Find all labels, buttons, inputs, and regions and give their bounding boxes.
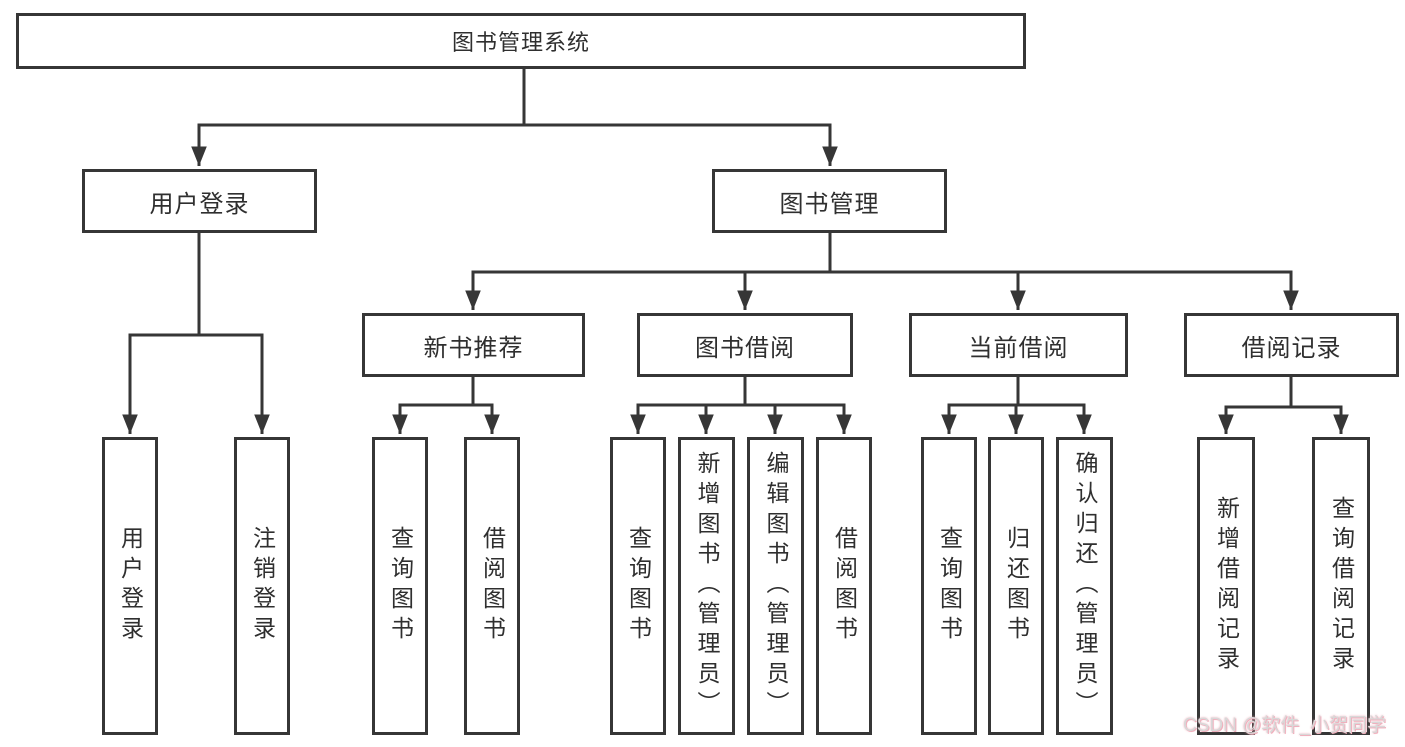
leaf-query-books-borrow: 查询图书 <box>610 437 666 735</box>
connector <box>128 233 264 337</box>
leaf-label: 查询图书 <box>387 526 414 646</box>
leaf-label: 借阅图书 <box>831 526 858 646</box>
node-user-login: 用户登录 <box>82 169 317 233</box>
leaf-add-borrow-record: 新增借阅记录 <box>1197 437 1255 735</box>
leaf-add-book-admin: 新增图书（管理员） <box>678 437 735 735</box>
node-label: 图书管理 <box>779 190 880 218</box>
leaf-label: 查询图书 <box>625 526 652 646</box>
connector <box>636 377 846 407</box>
leaf-query-books-recommend: 查询图书 <box>372 437 428 735</box>
connector <box>197 69 832 127</box>
node-label: 新书推荐 <box>423 334 524 362</box>
node-new-book-recommendation: 新书推荐 <box>362 313 585 377</box>
leaf-label: 注销登录 <box>249 526 276 646</box>
connector <box>1224 377 1343 409</box>
node-book-borrowing: 图书借阅 <box>637 313 853 377</box>
leaf-label: 借阅图书 <box>479 526 506 646</box>
leaf-label: 查询借阅记录 <box>1328 496 1355 676</box>
connector <box>947 377 1086 407</box>
node-label: 图书管理系统 <box>451 30 590 55</box>
node-label: 用户登录 <box>149 190 250 218</box>
leaf-label: 新增借阅记录 <box>1213 496 1240 676</box>
leaf-logout: 注销登录 <box>234 437 290 735</box>
leaf-label: 查询图书 <box>936 526 963 646</box>
leaf-label: 归还图书 <box>1003 526 1030 646</box>
node-label: 当前借阅 <box>968 334 1069 362</box>
node-label: 借阅记录 <box>1241 334 1342 362</box>
leaf-confirm-return-admin: 确认归还（管理员） <box>1056 437 1113 735</box>
node-current-borrowing: 当前借阅 <box>909 313 1128 377</box>
leaf-label: 编辑图书（管理员） <box>763 451 789 721</box>
node-borrowing-records: 借阅记录 <box>1184 313 1399 377</box>
leaf-query-books-current: 查询图书 <box>921 437 977 735</box>
leaf-user-login: 用户登录 <box>102 437 158 735</box>
node-book-management: 图书管理 <box>712 169 947 233</box>
csdn-watermark: CSDN @软件_小贺同学 <box>1183 715 1386 736</box>
leaf-borrow-books-recommend: 借阅图书 <box>464 437 520 735</box>
leaf-label: 用户登录 <box>117 526 144 646</box>
connector <box>398 377 494 407</box>
leaf-return-books: 归还图书 <box>988 437 1044 735</box>
connector-group <box>122 69 1349 434</box>
node-label: 图书借阅 <box>695 334 795 362</box>
node-library-management-system: 图书管理系统 <box>16 13 1026 69</box>
leaf-label: 新增图书（管理员） <box>694 451 720 721</box>
leaf-query-borrow-record: 查询借阅记录 <box>1312 437 1370 735</box>
leaf-edit-book-admin: 编辑图书（管理员） <box>747 437 804 735</box>
leaf-label: 确认归还（管理员） <box>1072 451 1098 721</box>
leaf-borrow-books: 借阅图书 <box>816 437 872 735</box>
connector <box>471 233 1293 274</box>
